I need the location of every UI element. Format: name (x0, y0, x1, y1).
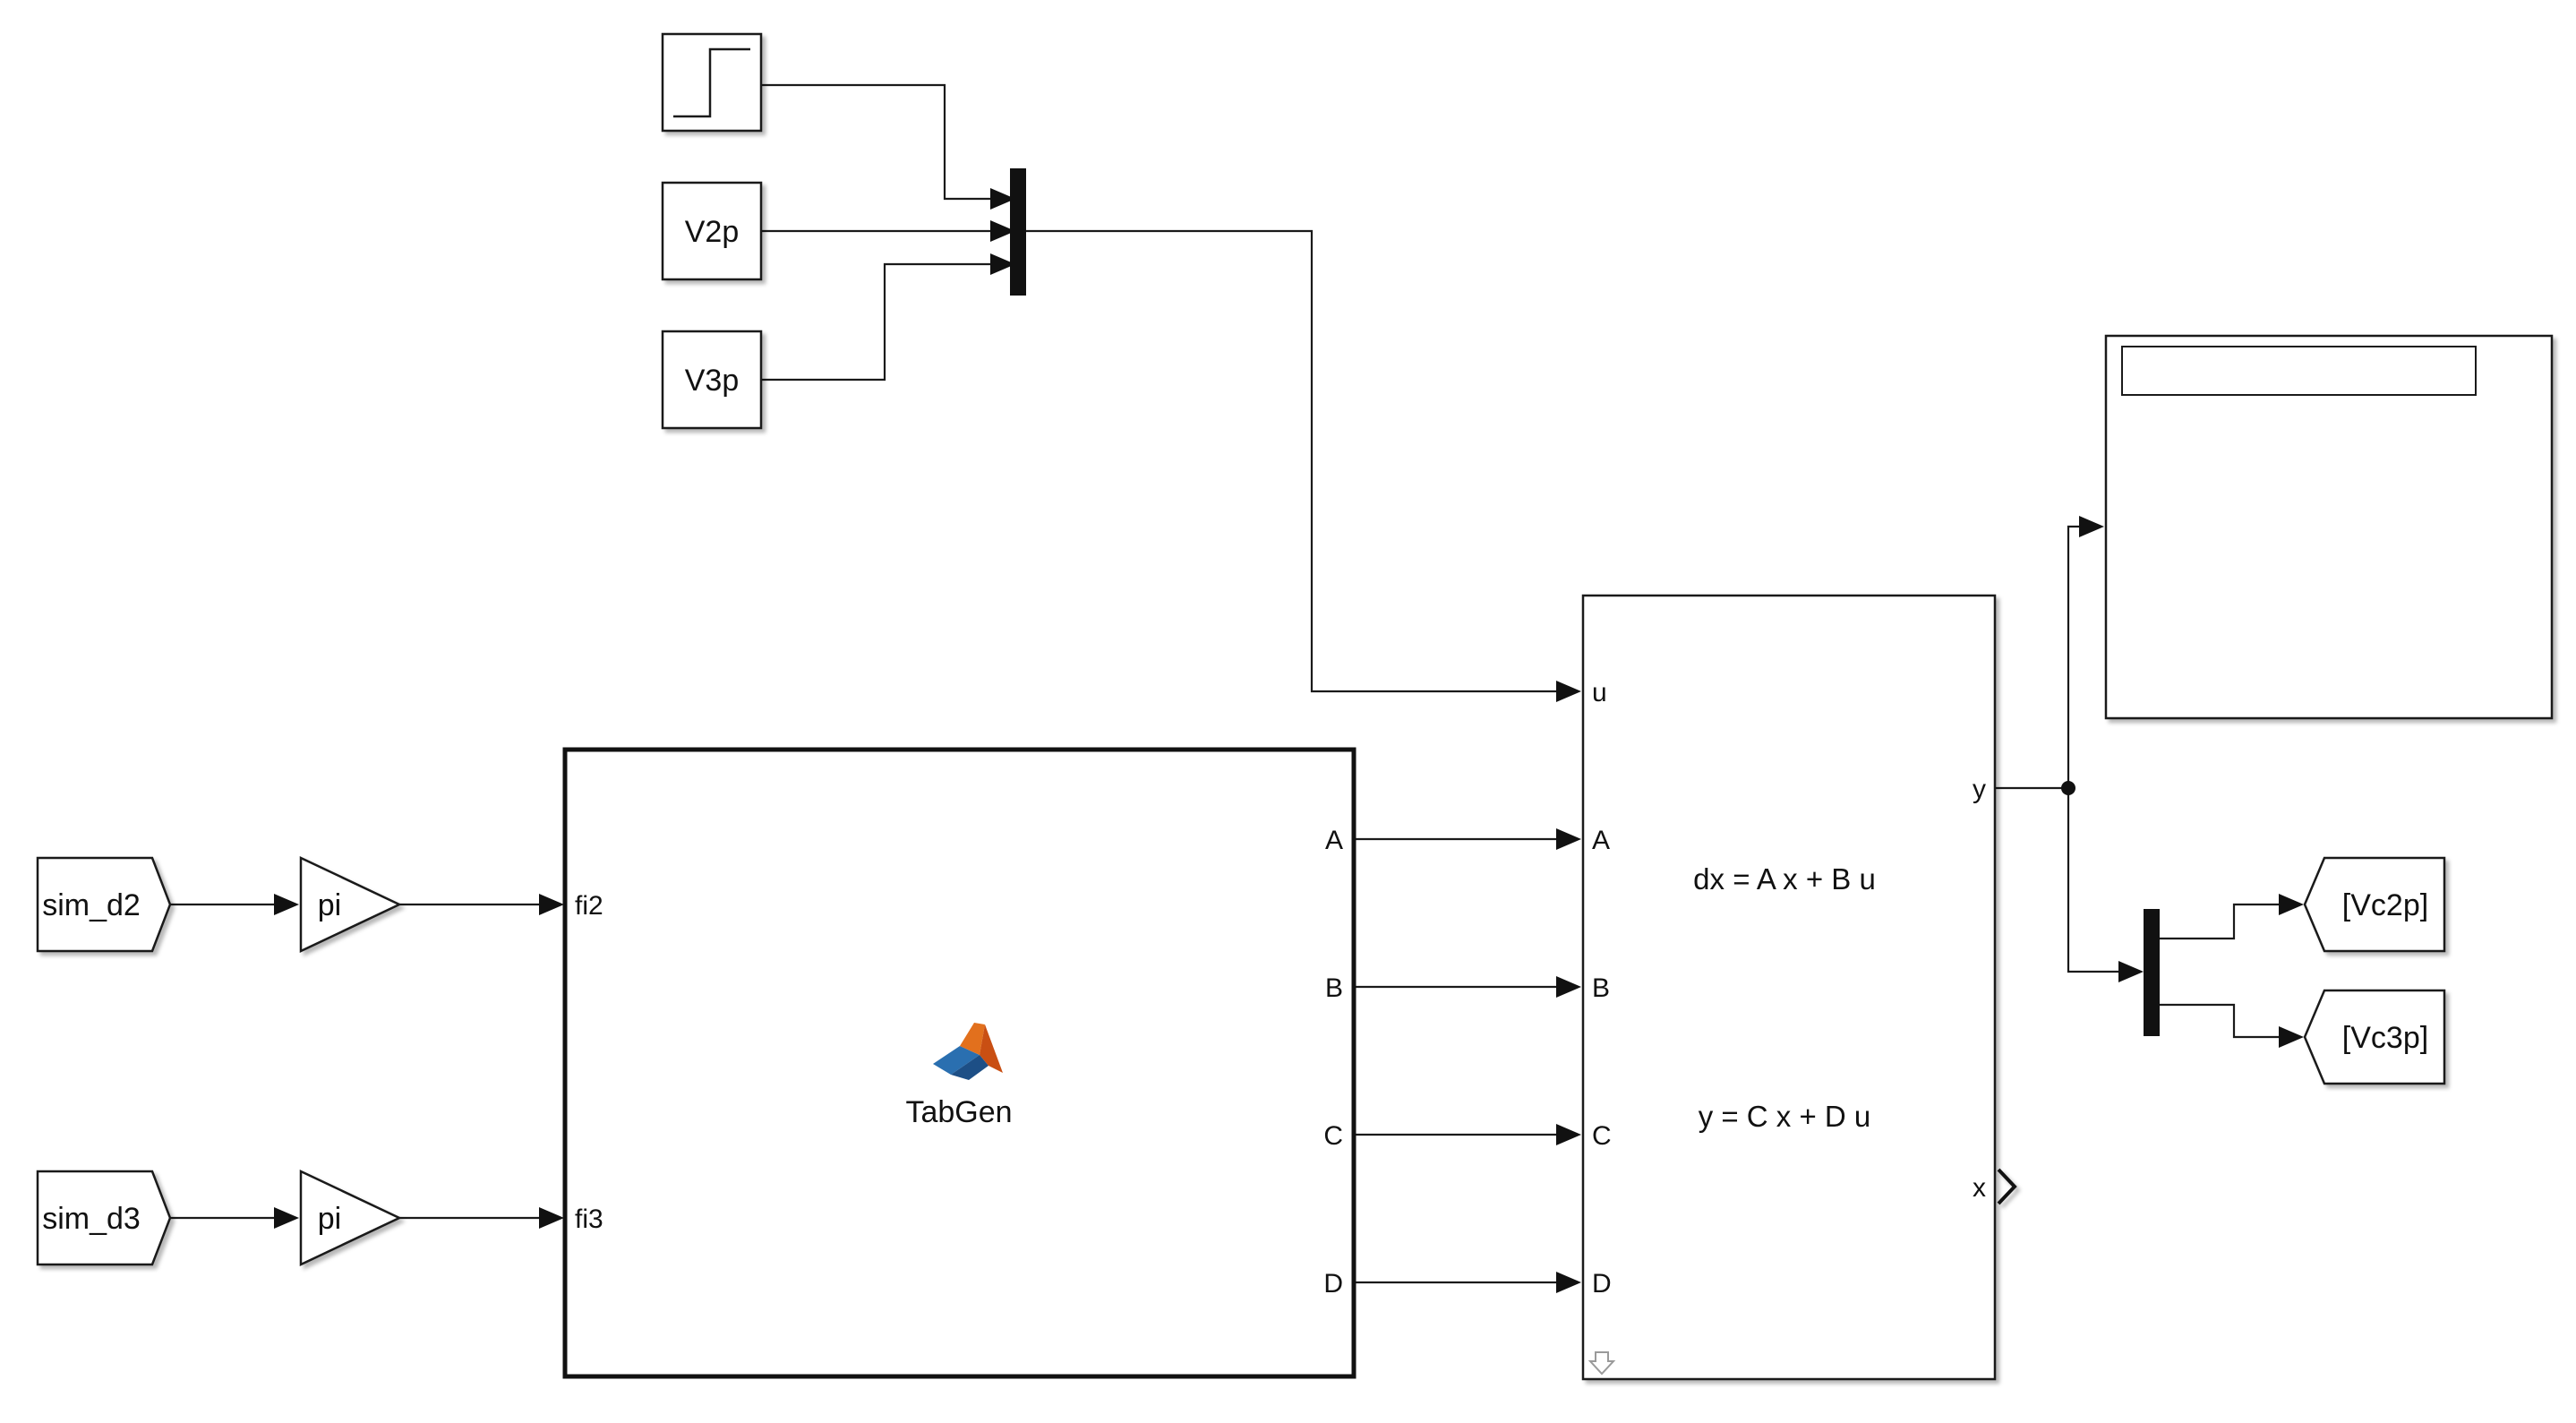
matlab-logo-icon (933, 1023, 1003, 1080)
arrow-vc2p-in (2279, 894, 2304, 915)
v2p-block[interactable]: V2p (661, 181, 763, 281)
v3p-block[interactable]: V3p (661, 330, 763, 430)
v3p-label: V3p (685, 364, 740, 398)
ss-port-a: A (1592, 826, 1610, 855)
tabgen-port-d: D (1323, 1269, 1343, 1299)
from-sim-d3-block[interactable]: sim_d3 (36, 1170, 172, 1266)
ss-state-equation: dx = A x + B u (1693, 862, 1876, 896)
arrow-fi3 (539, 1207, 564, 1229)
arrow-fi2 (539, 894, 564, 915)
ss-port-b: B (1592, 973, 1610, 1003)
tabgen-port-b: B (1325, 973, 1343, 1003)
tabgen-port-fi3: fi3 (575, 1204, 603, 1234)
wire-v3p-to-mux[interactable] (761, 262, 992, 381)
arrow-a (1556, 828, 1581, 850)
wire-step-to-mux[interactable] (761, 83, 992, 201)
down-arrow-icon (1588, 1351, 1616, 1376)
goto-vc3p-block[interactable]: [Vc3p] (2303, 989, 2446, 1085)
wire-demux-to-vc2p[interactable] (2160, 903, 2279, 940)
arrow-vc3p-in (2279, 1026, 2304, 1048)
wire-y-to-scope[interactable] (2067, 525, 2079, 788)
branch-point (2061, 781, 2075, 795)
v2p-label: V2p (685, 215, 740, 249)
arrow-gain2-in (274, 1207, 299, 1229)
ss-x-port-chevron-icon (1997, 1168, 2017, 1205)
arrow-c (1556, 1124, 1581, 1145)
demux-block[interactable] (2144, 909, 2160, 1036)
step-icon (673, 47, 750, 118)
arrow-demux-in (2118, 961, 2144, 982)
arrow-mux-in1 (990, 188, 1015, 210)
goto-vc3p-label: [Vc3p] (2342, 1021, 2428, 1055)
gain-block-1[interactable]: pi (299, 856, 402, 953)
scope-block[interactable] (2104, 334, 2554, 720)
arrow-mux-in3 (990, 253, 1015, 275)
goto-vc2p-block[interactable]: [Vc2p] (2303, 856, 2446, 953)
from-sim-d2-block[interactable]: sim_d2 (36, 856, 172, 953)
state-space-block[interactable]: u A B C D y x dx = A x + B u y = C x + D… (1581, 594, 2017, 1381)
tabgen-port-c: C (1323, 1121, 1343, 1151)
gain-1-label: pi (318, 888, 341, 922)
scope-display-bar (2121, 346, 2477, 396)
arrowheads (274, 188, 2304, 1293)
wire-y-to-demux[interactable] (2067, 788, 2120, 973)
gain-block-2[interactable]: pi (299, 1170, 402, 1266)
ss-port-c: C (1592, 1121, 1612, 1151)
arrow-b (1556, 976, 1581, 998)
ss-port-y: y (1973, 775, 1986, 804)
ss-port-u: u (1592, 678, 1607, 707)
arrow-scope-in (2079, 516, 2104, 537)
mux-block[interactable] (1010, 168, 1026, 296)
from-sim-d3-label: sim_d3 (42, 1202, 141, 1236)
signal-lines (170, 83, 2279, 1284)
goto-vc2p-label: [Vc2p] (2342, 888, 2428, 922)
tabgen-label: TabGen (905, 1095, 1012, 1129)
ss-port-d: D (1592, 1269, 1612, 1299)
from-sim-d2-label: sim_d2 (42, 888, 141, 922)
step-block[interactable] (661, 32, 763, 133)
ss-output-equation: y = C x + D u (1699, 1100, 1871, 1133)
wire-demux-to-vc3p[interactable] (2160, 1003, 2279, 1039)
arrow-u (1556, 681, 1581, 702)
arrow-d (1556, 1272, 1581, 1293)
tabgen-block[interactable]: TabGen fi2 fi3 A B C D (562, 747, 1356, 1379)
ss-port-x: x (1973, 1173, 1986, 1203)
arrow-gain1-in (274, 894, 299, 915)
tabgen-port-fi2: fi2 (575, 891, 603, 921)
tabgen-port-a: A (1325, 826, 1343, 855)
wire-mux-to-u[interactable] (1024, 229, 1558, 693)
arrow-mux-in2 (990, 220, 1015, 242)
gain-2-label: pi (318, 1202, 341, 1236)
